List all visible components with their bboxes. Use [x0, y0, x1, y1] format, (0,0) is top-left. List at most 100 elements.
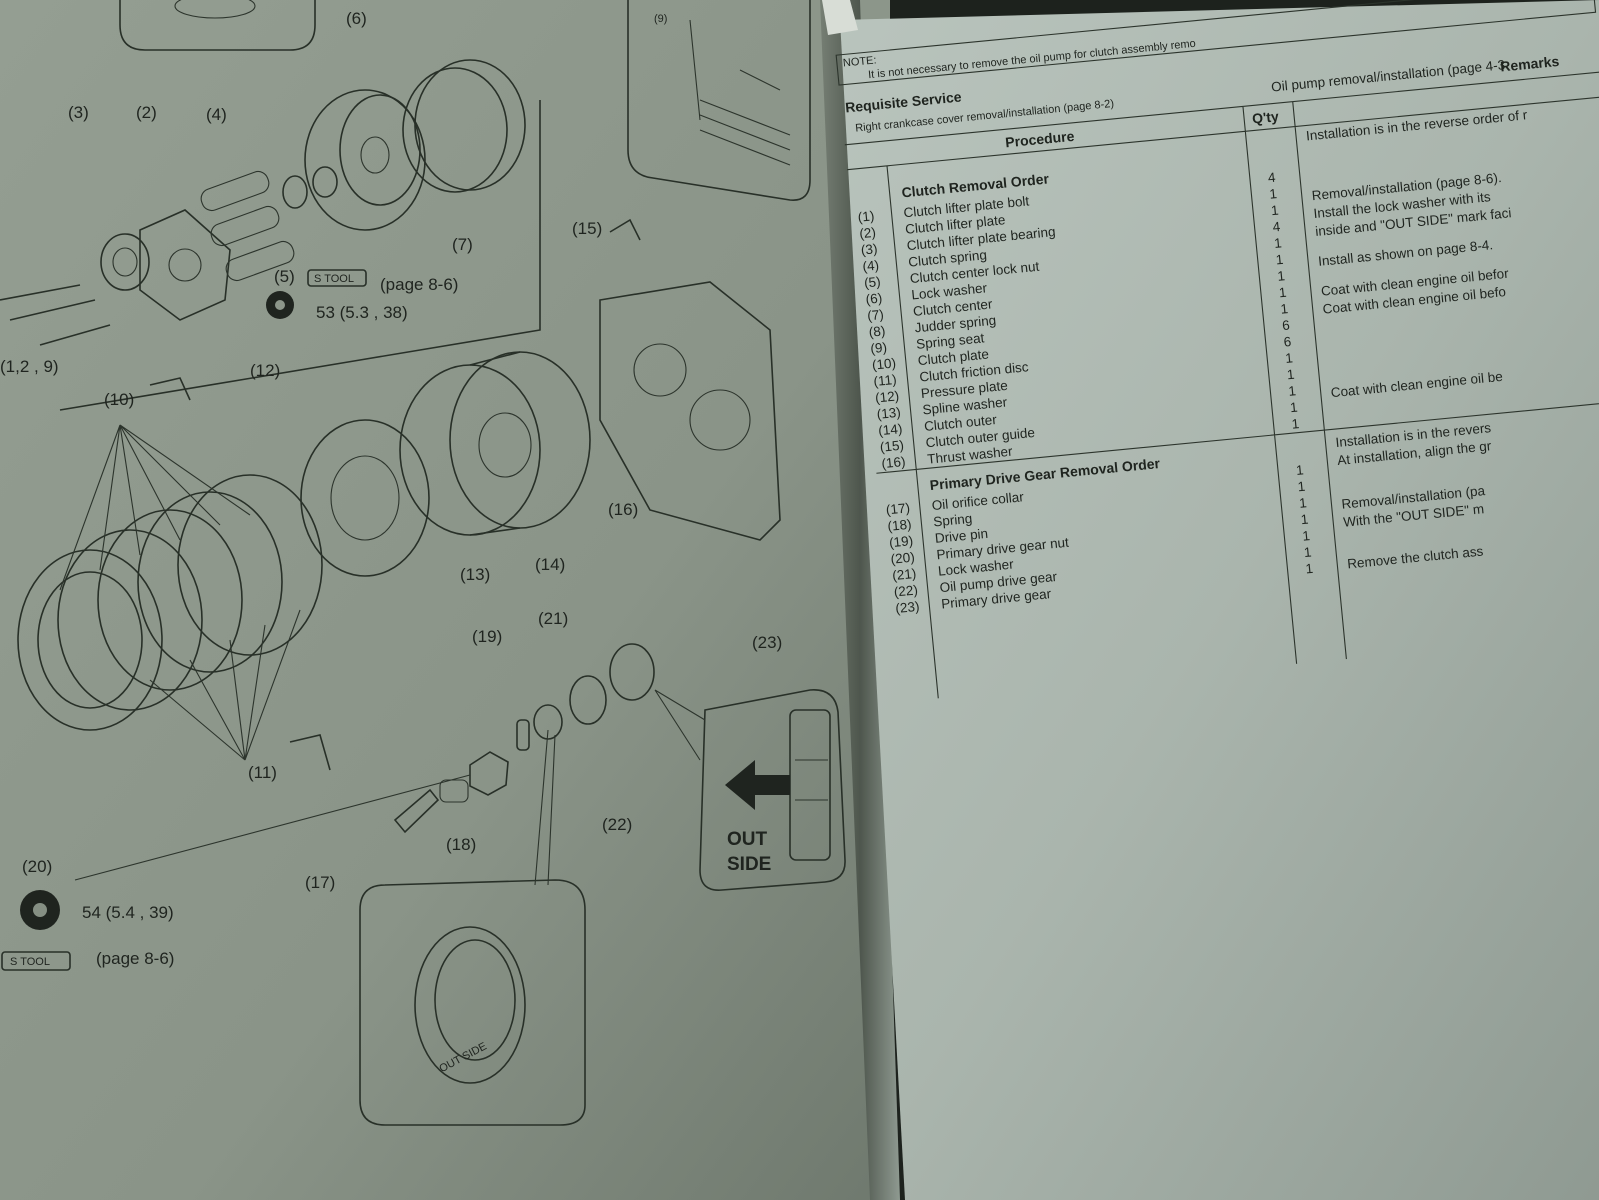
callout-23: (23) [752, 633, 782, 652]
row-number: (13) [876, 405, 901, 422]
callout-10: (10) [104, 390, 134, 409]
row-qty: 1 [1275, 252, 1284, 268]
row-number: (12) [874, 388, 899, 405]
oil-mark-icon [149, 377, 191, 401]
special-tool-label: S TOOL [10, 956, 50, 968]
row-procedure: Spring [933, 511, 973, 530]
row-qty: 1 [1270, 203, 1279, 219]
callout-2: (2) [136, 103, 157, 122]
row-qty: 1 [1300, 512, 1309, 528]
row-qty: 6 [1283, 334, 1292, 350]
callout-17: (17) [305, 873, 335, 892]
row-qty: 1 [1278, 285, 1287, 301]
row-number: (14) [878, 421, 903, 438]
torque-wrench-icon-hole [275, 300, 285, 310]
row-number: (8) [868, 323, 886, 340]
row-qty: 4 [1267, 170, 1276, 186]
callout-11: (11) [248, 763, 277, 782]
left-page [0, 0, 890, 1200]
springs [200, 170, 295, 282]
callout-21: (21) [538, 609, 568, 628]
row-number: (15) [879, 438, 904, 455]
callout-7: (7) [452, 235, 473, 254]
row-qty: 6 [1281, 317, 1290, 333]
row-qty: 1 [1291, 416, 1300, 432]
torque-value-top: 53 (5.3 , 38) [316, 303, 408, 322]
callout-5: (5) [274, 267, 295, 286]
row-number: (21) [892, 566, 917, 583]
special-tool-badge [1, 951, 71, 971]
row-procedure: Clutch outer [923, 412, 997, 434]
callout-4: (4) [206, 105, 227, 124]
row-number: (9) [870, 340, 888, 357]
row-procedure: Drive pin [934, 526, 988, 546]
row-procedure: Spring seat [916, 330, 986, 352]
row-number: (1) [857, 208, 875, 225]
row-procedure: Clutch plate [917, 346, 989, 368]
callout-12: (12) [250, 361, 280, 380]
callout-14: (14) [535, 555, 565, 574]
row-qty: 1 [1277, 268, 1286, 284]
right-page [840, 0, 1599, 1200]
col-header-remarks: Remarks [1500, 53, 1561, 75]
callout-6: (6) [346, 9, 367, 28]
row-procedure: Lock washer [911, 280, 988, 302]
row-number: (23) [895, 599, 920, 616]
row-number: (7) [867, 307, 885, 324]
row-qty: 1 [1295, 462, 1304, 478]
callout-19: (19) [472, 627, 502, 646]
row-qty: 1 [1288, 383, 1297, 399]
callout-22: (22) [602, 815, 632, 834]
callout-15: (15) [572, 219, 602, 238]
oil-mark-icon [289, 734, 331, 771]
row-qty: 1 [1269, 186, 1278, 202]
row-number: (4) [862, 258, 880, 275]
exploded-diagram: (9) [0, 0, 846, 1126]
callout-13: (13) [460, 565, 490, 584]
out-side-label-out: OUT [727, 829, 768, 850]
row-number: (20) [890, 550, 915, 567]
oil-mark-icon [609, 218, 641, 241]
row-number: (16) [881, 454, 906, 471]
note-label: NOTE: [842, 54, 877, 69]
row-qty: 1 [1305, 561, 1314, 577]
page-stack-edge [822, 0, 858, 35]
special-tool-label: S TOOL [314, 273, 354, 285]
page-ref-bottom: (page 8-6) [96, 949, 174, 968]
row-qty: 1 [1274, 235, 1283, 251]
row-qty: 1 [1302, 528, 1311, 544]
callout-20: (20) [22, 857, 52, 876]
row-qty: 1 [1299, 495, 1308, 511]
special-tool-badge [307, 269, 367, 287]
torque-value-bottom: 54 (5.4 , 39) [82, 903, 174, 922]
callout-3: (3) [68, 103, 89, 122]
callout-9-inset: (9) [654, 13, 667, 25]
out-side-arrow-icon [725, 760, 790, 810]
row-number: (5) [863, 274, 881, 291]
gutter-shadow [820, 0, 900, 1200]
torque-wrench-icon-hole [33, 903, 47, 917]
row-qty: 1 [1289, 400, 1298, 416]
page-ref-top: (page 8-6) [380, 275, 458, 294]
row-number: (18) [887, 517, 912, 534]
row-number: (2) [859, 225, 877, 242]
row-qty: 4 [1272, 219, 1281, 235]
row-number: (10) [871, 355, 896, 372]
row-number: (19) [888, 533, 913, 550]
row-qty: 1 [1285, 350, 1294, 366]
row-number: (6) [865, 290, 883, 307]
clutch-disc-stack [17, 474, 323, 731]
row-qty: 1 [1286, 367, 1295, 383]
row-number: (3) [860, 241, 878, 258]
row-qty: 1 [1303, 544, 1312, 560]
row-number: (22) [893, 582, 918, 599]
col-header-qty: Q'ty [1251, 108, 1279, 127]
row-number: (11) [873, 372, 897, 389]
row-qty: 1 [1297, 479, 1306, 495]
row-number: (17) [885, 500, 910, 517]
callout-1-2-9: (1,2 , 9) [0, 357, 59, 376]
col-header-procedure: Procedure [1005, 128, 1076, 151]
callout-16: (16) [608, 500, 638, 519]
callout-18: (18) [446, 835, 476, 854]
